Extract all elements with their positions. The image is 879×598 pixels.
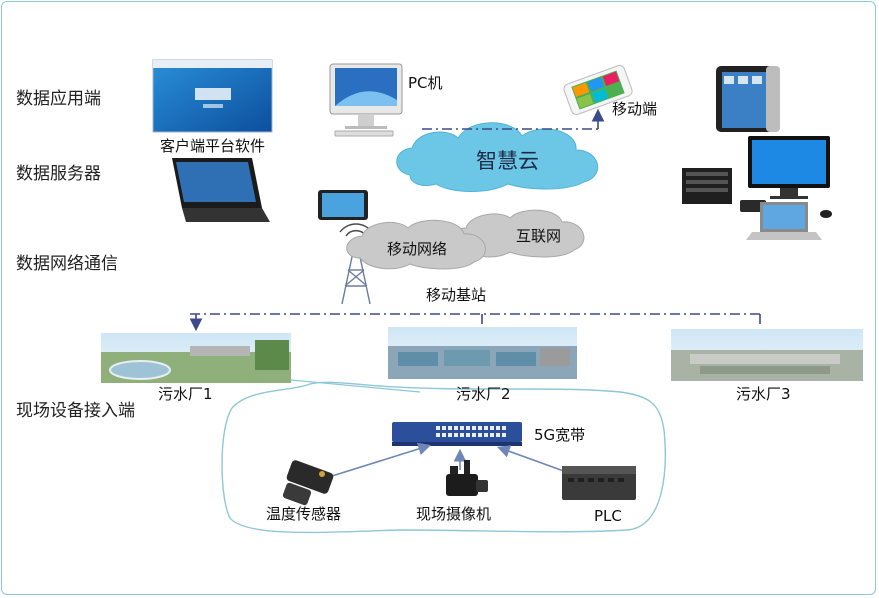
plc-icon <box>562 466 636 500</box>
field-enclosure-outline <box>221 381 666 534</box>
layer-label-field: 现场设备接入端 <box>16 401 135 421</box>
camera-label: 现场摄像机 <box>416 505 492 523</box>
layer-label-application: 数据应用端 <box>16 89 101 109</box>
temp-sensor-label: 温度传感器 <box>266 505 342 523</box>
camera-icon <box>446 460 488 496</box>
device-arrows <box>331 442 573 477</box>
plant-1-label: 污水厂1 <box>158 385 213 403</box>
base-station-label: 移动基站 <box>426 286 487 304</box>
plant-3-photo <box>671 329 863 381</box>
client-software-label: 客户端平台软件 <box>160 137 266 155</box>
pc-label: PC机 <box>408 74 443 92</box>
broadband-label: 5G宽带 <box>534 426 586 444</box>
plant-2-photo <box>388 327 577 379</box>
plant-3-label: 污水厂3 <box>736 385 791 403</box>
connector-lines <box>189 108 761 332</box>
small-tablet-icon <box>318 190 368 220</box>
plant-1-link-line <box>290 379 421 393</box>
smartphone-icon <box>563 64 633 116</box>
mobile-network-cloud-shape <box>346 219 486 270</box>
mobile-network-label: 移动网络 <box>387 240 448 258</box>
internet-label: 互联网 <box>516 227 562 245</box>
client-software-screenshot <box>152 59 273 133</box>
ipad-icon <box>716 66 780 132</box>
network-switch-icon <box>392 422 522 446</box>
plc-label: PLC <box>594 507 622 525</box>
server-workstation-icon <box>682 136 832 240</box>
smart-cloud-shape <box>396 122 599 192</box>
layer-label-server: 数据服务器 <box>16 164 101 184</box>
temperature-sensor-icon <box>282 460 334 506</box>
tablet-pc-icon <box>172 158 270 222</box>
plant-2-label: 污水厂2 <box>456 385 511 403</box>
smart-cloud-label: 智慧云 <box>476 149 539 173</box>
pc-icon <box>329 63 403 137</box>
layer-label-network: 数据网络通信 <box>16 254 118 274</box>
mobile-label: 移动端 <box>612 100 658 118</box>
plant-1-photo <box>101 333 291 383</box>
